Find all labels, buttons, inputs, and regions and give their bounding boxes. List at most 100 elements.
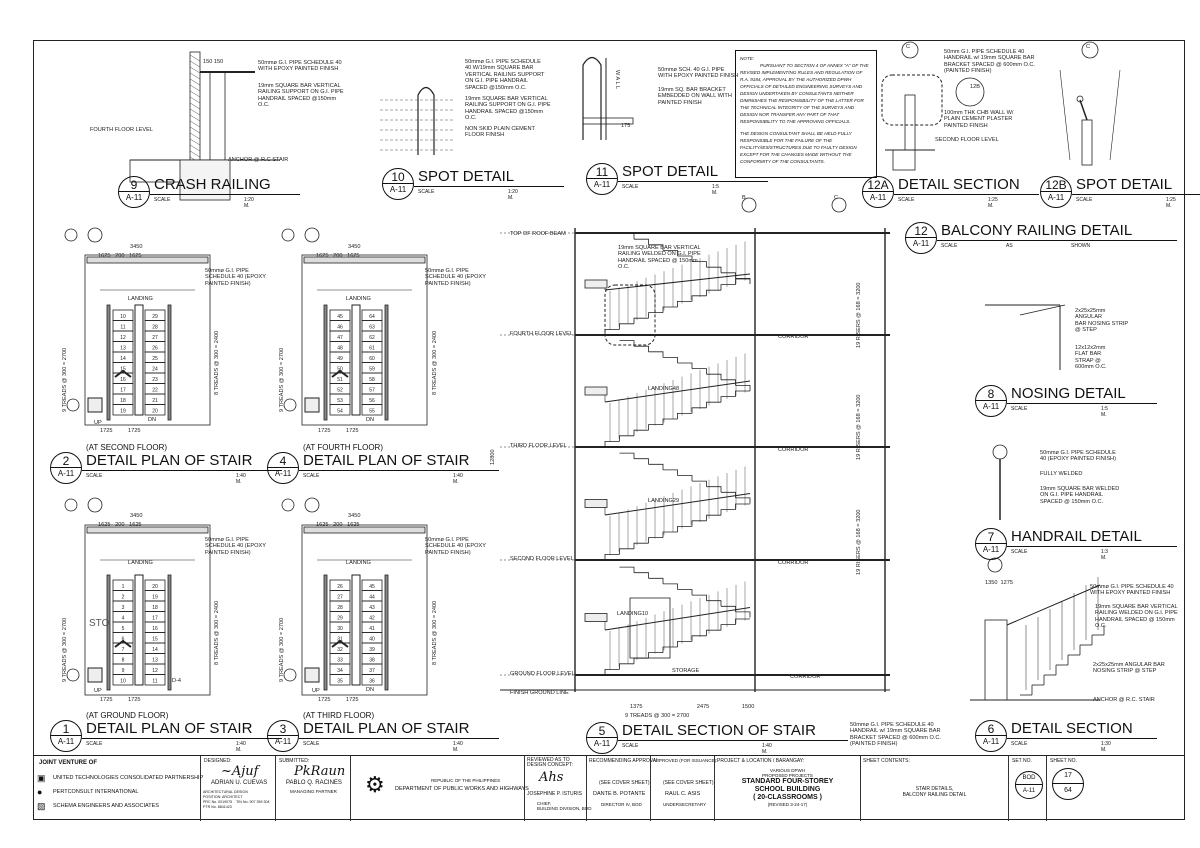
drawing-subtitle: (AT FOURTH FLOOR) [303, 443, 383, 452]
plan1-pipe-note: 50mmø G.I. PIPE SCHEDULE 40 (EPOXY PAINT… [205, 537, 266, 556]
corridor-label-1: CORRIDOR [790, 674, 821, 680]
stair-step [677, 301, 692, 307]
stair-step [663, 357, 678, 363]
crash-pipe-note: 50mmø G.I. PIPE SCHEDULE 40 WITH EPOXY P… [258, 60, 342, 73]
step-number: 54 [337, 409, 343, 415]
stair-plan-outline [84, 254, 211, 426]
callout-bubble [955, 77, 985, 107]
title-underline [82, 470, 282, 471]
plan4-pipe-note: 50mmø G.I. PIPE SCHEDULE 40 (EPOXY PAINT… [425, 268, 486, 287]
column [87, 667, 103, 683]
drawing-number: 11 [595, 165, 609, 179]
step-number: 2 [122, 595, 125, 601]
plan3-bottom-dims: 1725 1725 [318, 697, 359, 703]
firm2-name: PERTCONSULT INTERNATIONAL [53, 789, 139, 795]
plan2-landing: LANDING [128, 296, 153, 302]
stair-step [619, 340, 635, 347]
grid-bubble-c [901, 41, 919, 59]
drawing-title-text: DETAIL SECTION [1011, 720, 1133, 737]
agency-cell: ⚙ REPUBLIC OF THE PHILIPPINES DEPARTMENT… [351, 756, 529, 821]
bracket [1079, 99, 1088, 121]
grid-bubble-1 [281, 228, 295, 242]
plan2-bottom-dims: 1725 1725 [100, 428, 141, 434]
grid-bubble-1 [64, 228, 78, 242]
sheet-reference: A-11 [57, 469, 75, 478]
sheet-border [33, 40, 1185, 820]
landing-10: LANDING10 [617, 611, 649, 617]
stair-well [134, 304, 144, 416]
corridor-label-3: CORRIDOR [778, 447, 809, 453]
sheet-no-cell: SHEET NO. 17 64 [1047, 756, 1185, 821]
sheet-reference: A-11 [593, 739, 611, 748]
direction-arrow [114, 369, 132, 378]
landing-slab [584, 386, 608, 396]
plan2-dn: DN [148, 417, 157, 423]
scale-value: 1:25 M. [988, 197, 998, 209]
drawing-title-text: BALCONY RAILING DETAIL [941, 222, 1133, 239]
step-number: 49 [337, 356, 343, 362]
wall-hatch [189, 84, 201, 92]
step-number: 22 [152, 388, 158, 394]
tread [144, 674, 166, 686]
step-number: 61 [369, 346, 375, 352]
step-number: 33 [337, 658, 343, 664]
submitted-label: SUBMITTED: [279, 758, 310, 764]
step-number: 57 [369, 388, 375, 394]
beam [179, 159, 231, 201]
plan1-bottom-dims: 1725 1725 [100, 697, 141, 703]
approver-role: UNDERSECRETARY [663, 802, 707, 807]
step-number: 41 [369, 626, 375, 632]
step-number: 29 [337, 616, 343, 622]
stair-plan-outline [301, 524, 428, 696]
step-number: 45 [369, 584, 375, 590]
step-number: 32 [337, 647, 343, 653]
plan4-subdims: 1625 200 1625 [316, 253, 360, 259]
tread [112, 674, 134, 686]
step-number: 15 [152, 637, 158, 643]
sheet-no-badge: 17 64 [1052, 768, 1084, 800]
handrail-section [417, 86, 435, 155]
stair-step [735, 278, 751, 284]
wall [303, 526, 426, 534]
title-bubble [267, 720, 299, 752]
recommending-cell: RECOMMENDING APPROVAL: (SEE COVER SHEET)… [587, 756, 660, 821]
handrail-bar-note: 19mm SQUARE BAR WELDED ON G.I. PIPE HAND… [1040, 486, 1120, 505]
step-number: 13 [152, 658, 158, 664]
note-paragraph-1: PURSUANT TO SECTION 4 OF ANNEX "A" OF TH… [740, 63, 869, 124]
step-number: 60 [369, 356, 375, 362]
handrail-weld-note: FULLY WELDED [1040, 471, 1083, 477]
drawing-subtitle: (AT GROUND FLOOR) [86, 711, 169, 720]
stair-step [735, 497, 751, 504]
stair-step [735, 611, 751, 618]
title-underline [299, 470, 499, 471]
step-number: 31 [337, 637, 343, 643]
wall [86, 526, 209, 534]
landing-slab [584, 499, 608, 508]
plan1-storage-label: STO [89, 618, 110, 629]
break-line [1109, 69, 1121, 161]
stair-step [633, 542, 649, 549]
plan4-landing: LANDING [346, 296, 371, 302]
step-number: 27 [337, 595, 343, 601]
section-bottom-pipe-note: 50mmø G.I. PIPE SCHEDULE 40 HANDRAIL w/ … [850, 722, 941, 748]
scale-value: 1:40 M. [762, 743, 772, 755]
plan1-treads-right: 8 TREADS @ 300 = 2400 [214, 600, 220, 665]
title-bubble [1040, 176, 1072, 208]
wall-hatch [189, 132, 201, 140]
grid-bubble-b [283, 398, 297, 412]
scale-value: 1:40 M. [236, 741, 246, 753]
stair-step [604, 441, 620, 447]
drawing-number: 6 [987, 722, 995, 736]
handrail-right [384, 304, 389, 421]
grid-bubble [987, 557, 1003, 573]
step-number: 14 [152, 647, 158, 653]
stair-step [721, 272, 736, 279]
title-underline [1007, 546, 1177, 547]
level-second-floor: SECOND FLOOR LEVEL [510, 556, 574, 562]
scale-label: SCALE [898, 197, 915, 203]
stair-step [662, 531, 678, 538]
stair-step [692, 368, 707, 375]
scale-value: 1:25 M. [1166, 197, 1176, 209]
section6-bar-note: 19mm SQUARE BAR VERTICAL RAILING WELDED … [1095, 604, 1178, 630]
reviewer-name: JOSEPHINE P. ISTURIS [527, 791, 582, 797]
